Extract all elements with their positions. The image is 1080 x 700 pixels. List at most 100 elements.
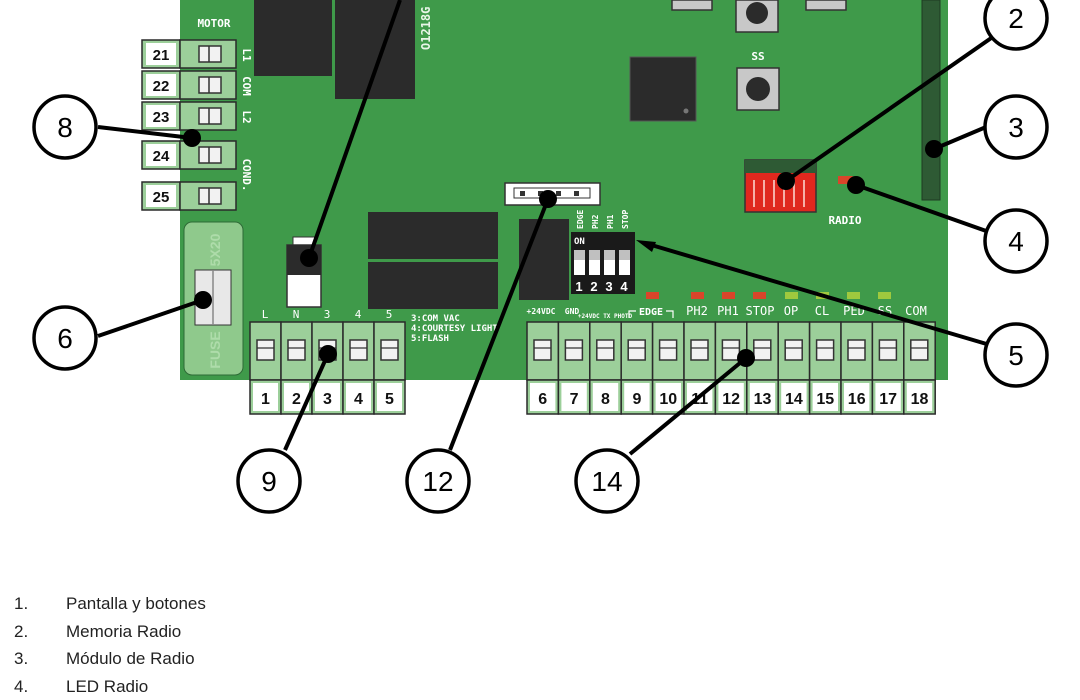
io-terminal-8[interactable]: 8 <box>590 322 621 414</box>
legend-number: 2. <box>14 618 66 646</box>
io-terminal-17[interactable]: 17 <box>872 322 903 414</box>
motor-terminal-22[interactable]: 22 <box>142 71 236 99</box>
io-terminal-11[interactable]: 11 <box>684 322 715 414</box>
callout-number: 4 <box>1008 226 1024 257</box>
terminal-number: 23 <box>153 109 170 126</box>
power-terminal-5[interactable]: 5 <box>374 322 405 414</box>
callout-number: 3 <box>1008 112 1024 143</box>
io-terminal-14[interactable]: 14 <box>778 322 809 414</box>
motor-label-l1: L1 <box>240 48 253 62</box>
button-ss-label: SS <box>751 50 764 63</box>
power-note-3: 5:FLASH <box>411 334 449 344</box>
callout-2: 2 <box>985 0 1047 49</box>
legend-text: Memoria Radio <box>66 622 181 641</box>
legend-text: LED Radio <box>66 677 148 696</box>
motor-terminal-21[interactable]: 21 <box>142 40 236 68</box>
callout-12: 14 <box>576 450 638 512</box>
top-button-left[interactable] <box>672 0 712 10</box>
power-label-l: L <box>262 308 269 321</box>
terminal-number: 6 <box>538 391 547 408</box>
io-label-com: COM <box>905 304 927 318</box>
terminal-number: 13 <box>754 391 772 408</box>
legend-item: 3.Módulo de Radio <box>14 645 206 673</box>
legend-item: 2.Memoria Radio <box>14 618 206 646</box>
led-ped <box>847 292 860 299</box>
io-terminal-10[interactable]: 10 <box>653 322 684 414</box>
terminal-number: 9 <box>632 391 641 408</box>
io-terminal-9[interactable]: 9 <box>621 322 652 414</box>
control-board-diagram: O1218G SS RADIO <box>0 0 1080 585</box>
callout-number: 6 <box>57 323 73 354</box>
callout-6: 6 <box>34 307 96 369</box>
io-terminal-15[interactable]: 15 <box>810 322 841 414</box>
led-ph1 <box>722 292 735 299</box>
terminal-number: 2 <box>292 391 301 408</box>
callout-number: 5 <box>1008 340 1024 371</box>
dip-label-ph1: PH1 <box>606 214 615 229</box>
legend-text: Módulo de Radio <box>66 649 195 668</box>
io-label-cl: CL <box>815 304 829 318</box>
radio-label: RADIO <box>828 214 861 227</box>
io-label-ph2: PH2 <box>686 304 708 318</box>
power-terminal-3[interactable]: 3 <box>312 322 343 414</box>
terminal-number: 7 <box>570 391 579 408</box>
legend-number: 1. <box>14 590 66 618</box>
callout-number: 9 <box>261 466 277 497</box>
dip-label-ph2: PH2 <box>591 214 600 229</box>
terminal-number: 15 <box>816 391 834 408</box>
terminal-number: 16 <box>848 391 866 408</box>
terminal-number: 18 <box>911 391 929 408</box>
io-terminal-16[interactable]: 16 <box>841 322 872 414</box>
power-label-4: 4 <box>355 308 362 321</box>
relay-right <box>335 0 415 99</box>
io-label-24vdc: +24VDC <box>527 307 556 316</box>
terminal-number: 4 <box>354 391 363 408</box>
power-note-1: 3:COM VAC <box>411 314 460 324</box>
top-button-center[interactable] <box>736 0 778 32</box>
legend-list: 1.Pantalla y botones 2.Memoria Radio 3.M… <box>14 590 206 700</box>
terminal-number: 21 <box>153 47 170 64</box>
legend-number: 3. <box>14 645 66 673</box>
dip-number-4: 4 <box>620 279 628 294</box>
fuse-label: FUSE <box>207 331 223 368</box>
io-terminal-7[interactable]: 7 <box>558 322 589 414</box>
terminal-number: 14 <box>785 391 803 408</box>
callout-8: 8 <box>34 96 96 158</box>
terminal-number: 24 <box>153 148 170 165</box>
callout-number: 12 <box>422 466 453 497</box>
fuse-rating: 5X20 <box>207 233 223 266</box>
dip-on-label: ON <box>574 237 585 247</box>
dip-number-2: 2 <box>590 279 597 294</box>
dip-switch[interactable]: ON 1 2 3 4 <box>571 232 635 294</box>
callout-14: 12 <box>407 450 469 512</box>
power-label-3: 3 <box>324 308 331 321</box>
dip-number-3: 3 <box>605 279 612 294</box>
callout-number: 14 <box>591 466 622 497</box>
power-terminal-1[interactable]: 1 <box>250 322 281 414</box>
led-ss <box>878 292 891 299</box>
io-terminal-6[interactable]: 6 <box>527 322 558 414</box>
led-edge <box>646 292 659 299</box>
terminal-number: 10 <box>659 391 677 408</box>
callout-9: 9 <box>238 450 300 512</box>
relay-center-top <box>368 212 498 259</box>
terminal-number: 25 <box>153 189 170 206</box>
io-terminal-13[interactable]: 13 <box>747 322 778 414</box>
power-terminal-4[interactable]: 4 <box>343 322 374 414</box>
power-label-5: 5 <box>386 308 393 321</box>
motor-title: MOTOR <box>197 17 230 30</box>
relay-center-bottom <box>368 262 498 309</box>
callout-4: 4 <box>985 210 1047 272</box>
io-label-tx-photo: +24VDC TX PHOTO <box>578 313 633 320</box>
top-button-right[interactable] <box>806 0 846 10</box>
io-terminal-18[interactable]: 18 <box>904 322 935 414</box>
motor-terminal-25[interactable]: 25 <box>142 182 236 210</box>
led-op <box>785 292 798 299</box>
board-code: O1218G <box>419 7 433 50</box>
ss-button[interactable] <box>737 68 779 110</box>
dip-label-stop: STOP <box>621 210 630 229</box>
motor-terminal-23[interactable]: 23 <box>142 102 236 130</box>
motor-label-l2: L2 <box>240 110 253 123</box>
terminal-number: 17 <box>879 391 897 408</box>
io-label-stop: STOP <box>746 304 775 318</box>
